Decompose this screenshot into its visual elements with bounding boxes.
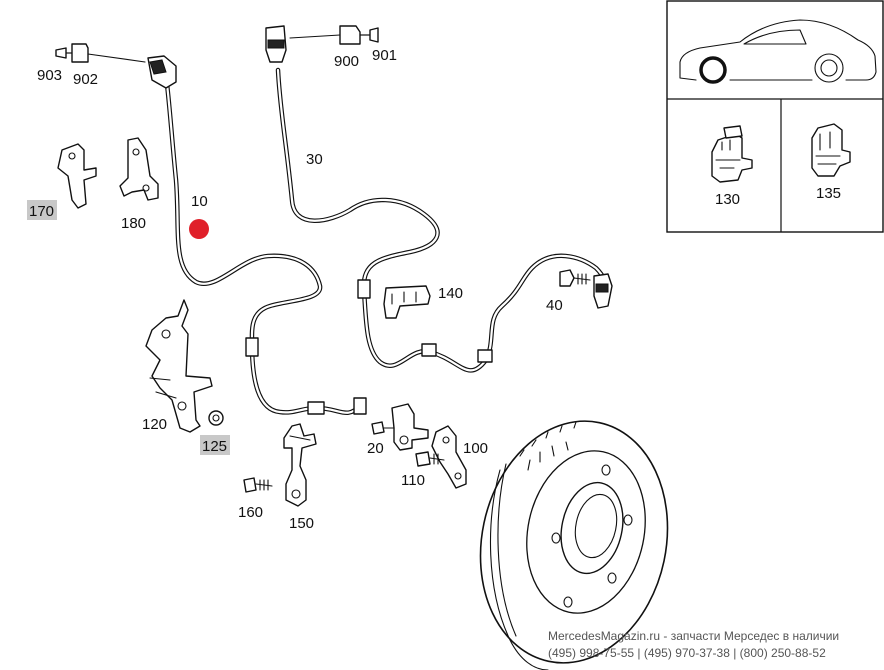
- sensor-cable-30[interactable]: [275, 67, 609, 373]
- callout-125[interactable]: 125: [202, 438, 227, 455]
- sensor-head-10[interactable]: [147, 55, 177, 89]
- callout-902[interactable]: 902: [73, 71, 98, 88]
- sensor-cable-10[interactable]: [164, 81, 363, 416]
- callout-125-highlight: [200, 435, 230, 455]
- bolt-20[interactable]: [371, 421, 395, 435]
- nut-125[interactable]: [208, 410, 224, 426]
- callout-40[interactable]: 40: [546, 297, 563, 314]
- bracket-180[interactable]: [119, 137, 159, 201]
- callout-135[interactable]: 135: [816, 185, 841, 202]
- callout-170-highlight: [27, 200, 57, 220]
- car-silhouette-icon: [679, 19, 877, 83]
- callout-10[interactable]: 10: [191, 193, 208, 210]
- callout-160[interactable]: 160: [238, 504, 263, 521]
- bolt-160[interactable]: [243, 477, 273, 493]
- footer-line-2: (495) 998-75-55 | (495) 970-37-38 | (800…: [548, 646, 826, 660]
- sensor-head-30[interactable]: [265, 25, 287, 63]
- bracket-120[interactable]: [145, 299, 213, 433]
- clip-135-icon[interactable]: [811, 123, 851, 177]
- callout-120[interactable]: 120: [142, 416, 167, 433]
- bolt-110[interactable]: [415, 451, 445, 467]
- callout-150[interactable]: 150: [289, 515, 314, 532]
- bolt-40[interactable]: [559, 269, 591, 287]
- callout-180[interactable]: 180: [121, 215, 146, 232]
- callout-110[interactable]: 110: [401, 472, 425, 489]
- callout-900[interactable]: 900: [334, 53, 359, 70]
- callout-100[interactable]: 100: [463, 440, 488, 457]
- callout-20[interactable]: 20: [367, 440, 384, 457]
- brake-disc[interactable]: [459, 404, 690, 670]
- clip-130-icon[interactable]: [711, 125, 753, 183]
- plug-903[interactable]: [55, 47, 72, 59]
- cable-grommets: [245, 279, 493, 415]
- bracket-170[interactable]: [57, 143, 97, 209]
- callout-30[interactable]: 30: [306, 151, 323, 168]
- bracket-100[interactable]: [431, 425, 467, 489]
- callout-140[interactable]: 140: [438, 285, 463, 302]
- sensor-40[interactable]: [593, 273, 613, 309]
- front-wheel-marker: [699, 56, 727, 84]
- plug-901[interactable]: [360, 27, 379, 43]
- bracket-140[interactable]: [383, 285, 431, 319]
- callout-170[interactable]: 170: [29, 203, 54, 220]
- inset-panel: 130 135: [666, 0, 884, 233]
- connector-900[interactable]: [289, 25, 361, 45]
- connector-902[interactable]: [71, 43, 146, 63]
- bracket-150[interactable]: [283, 423, 317, 507]
- selected-part-marker[interactable]: [189, 219, 209, 239]
- callout-130[interactable]: 130: [715, 191, 740, 208]
- callout-903[interactable]: 903: [37, 67, 62, 84]
- sensor-20[interactable]: [391, 403, 429, 451]
- callout-901[interactable]: 901: [372, 47, 397, 64]
- footer-line-1: MercedesMagazin.ru - запчасти Мерседес в…: [548, 629, 839, 643]
